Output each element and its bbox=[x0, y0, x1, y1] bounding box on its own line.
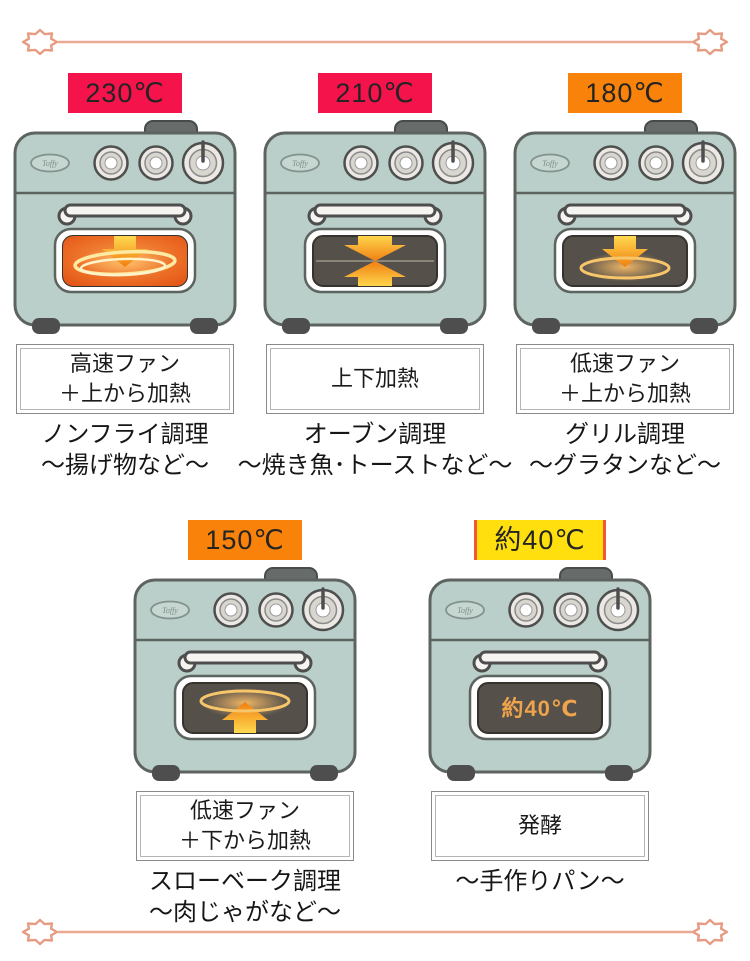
brand-logo: Toffy bbox=[42, 159, 58, 168]
oven-window-slow-fan-top-heat bbox=[579, 236, 671, 282]
heating-mode-box: 低速ファン ＋上から加熱 bbox=[516, 344, 734, 414]
heating-mode-box: 高速ファン ＋上から加熱 bbox=[16, 344, 234, 414]
heating-mode-line: ＋上から加熱 bbox=[558, 381, 691, 406]
oven-window-top-bottom-heat bbox=[316, 236, 434, 286]
bottom-decorative-border bbox=[21, 918, 729, 946]
cooking-examples: ～肉じゃがなど～ bbox=[149, 899, 341, 926]
heating-mode-line: ＋下から加熱 bbox=[178, 828, 311, 853]
cooking-type: スローベーク調理 bbox=[149, 868, 341, 895]
oven-window-fast-fan-top-heat bbox=[63, 236, 187, 286]
mode-column-fermentation: 約40℃ Toffy 約40℃ 発酵 ～手作りパン～ bbox=[425, 520, 655, 897]
temperature-badge: 180℃ bbox=[568, 73, 682, 113]
brand-logo: Toffy bbox=[292, 159, 308, 168]
oven-illustration-top-bottom-heat: Toffy bbox=[263, 120, 487, 336]
cooking-examples: ～焼き魚･トーストなど～ bbox=[237, 452, 513, 479]
mode-column-grill: 180℃ Toffy 低速ファン ＋上から加熱 グリル調理 ～グラタンなど～ bbox=[510, 73, 740, 481]
cooking-type: グリル調理 bbox=[565, 421, 685, 448]
top-decorative-border bbox=[21, 28, 729, 56]
heating-mode-line: ＋上から加熱 bbox=[58, 381, 191, 406]
heating-mode-line: 発酵 bbox=[517, 813, 562, 838]
cooking-examples: ～手作りパン～ bbox=[455, 868, 625, 895]
brand-logo: Toffy bbox=[162, 606, 178, 615]
heating-mode-box: 低速ファン ＋下から加熱 bbox=[136, 791, 354, 861]
cooking-description: スローベーク調理 ～肉じゃがなど～ bbox=[149, 866, 341, 928]
window-temperature-text: 約40℃ bbox=[501, 696, 578, 721]
heating-mode-line: 低速ファン bbox=[569, 351, 680, 376]
heating-mode-line: 低速ファン bbox=[189, 798, 300, 823]
cooking-description: ～手作りパン～ bbox=[455, 866, 624, 897]
cooking-description: オーブン調理 ～焼き魚･トーストなど～ bbox=[238, 419, 513, 481]
oven-illustration-slow-fan-bottom-heat: Toffy bbox=[133, 567, 357, 783]
cooking-type: オーブン調理 bbox=[303, 421, 447, 448]
temperature-badge: 230℃ bbox=[68, 73, 182, 113]
heating-mode-line: 高速ファン bbox=[69, 351, 180, 376]
oven-illustration-slow-fan-top-heat: Toffy bbox=[513, 120, 737, 336]
temperature-badge: 150℃ bbox=[188, 520, 302, 560]
oven-illustration-temp-display: Toffy 約40℃ bbox=[428, 567, 652, 783]
brand-logo: Toffy bbox=[542, 159, 558, 168]
oven-illustration-fast-fan-top-heat: Toffy bbox=[13, 120, 237, 336]
cooking-description: ノンフライ調理 ～揚げ物など～ bbox=[41, 419, 209, 481]
cooking-description: グリル調理 ～グラタンなど～ bbox=[529, 419, 721, 481]
cooking-examples: ～グラタンなど～ bbox=[529, 452, 721, 479]
oven-window-temp-display: 約40℃ bbox=[501, 696, 578, 721]
heating-mode-box: 上下加熱 bbox=[266, 344, 484, 414]
heating-mode-box: 発酵 bbox=[431, 791, 649, 861]
mode-column-nonfry: 230℃ Toffy 高速ファン ＋上から加熱 ノンフライ調理 ～揚げ物など～ bbox=[10, 73, 240, 481]
mode-column-slowbake: 150℃ Toffy 低速ファン ＋下から加熱 スローベーク調理 ～肉じゃがなど… bbox=[130, 520, 360, 928]
cooking-examples: ～揚げ物など～ bbox=[41, 452, 209, 479]
oven-window-slow-fan-bottom-heat bbox=[199, 688, 291, 733]
cooking-type: ノンフライ調理 bbox=[41, 421, 209, 448]
temperature-badge: 210℃ bbox=[318, 73, 432, 113]
temperature-badge: 約40℃ bbox=[474, 520, 606, 560]
heating-mode-line: 上下加熱 bbox=[330, 366, 419, 391]
brand-logo: Toffy bbox=[457, 606, 473, 615]
mode-column-oven: 210℃ Toffy 上下加熱 オーブン調理 ～焼き魚･トーストなど～ bbox=[238, 73, 512, 481]
